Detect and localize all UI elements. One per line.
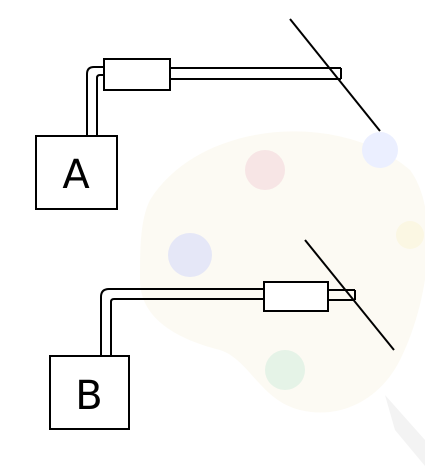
tube-b-inner <box>110 298 264 356</box>
palette-watermark <box>140 131 425 466</box>
fitting-b <box>263 281 329 312</box>
setup-b: B <box>49 239 395 430</box>
wall-b <box>304 239 395 351</box>
box-a <box>35 135 118 210</box>
box-b-label: B <box>75 373 102 419</box>
wall-a <box>289 18 381 132</box>
box-b <box>49 355 130 430</box>
tube-a-outer <box>86 66 104 136</box>
fitting-a <box>103 58 171 91</box>
tube-a-inner <box>96 74 104 136</box>
setup-a: A <box>35 18 381 210</box>
box-a-label: A <box>62 152 90 198</box>
tube-b-outer <box>100 288 264 356</box>
